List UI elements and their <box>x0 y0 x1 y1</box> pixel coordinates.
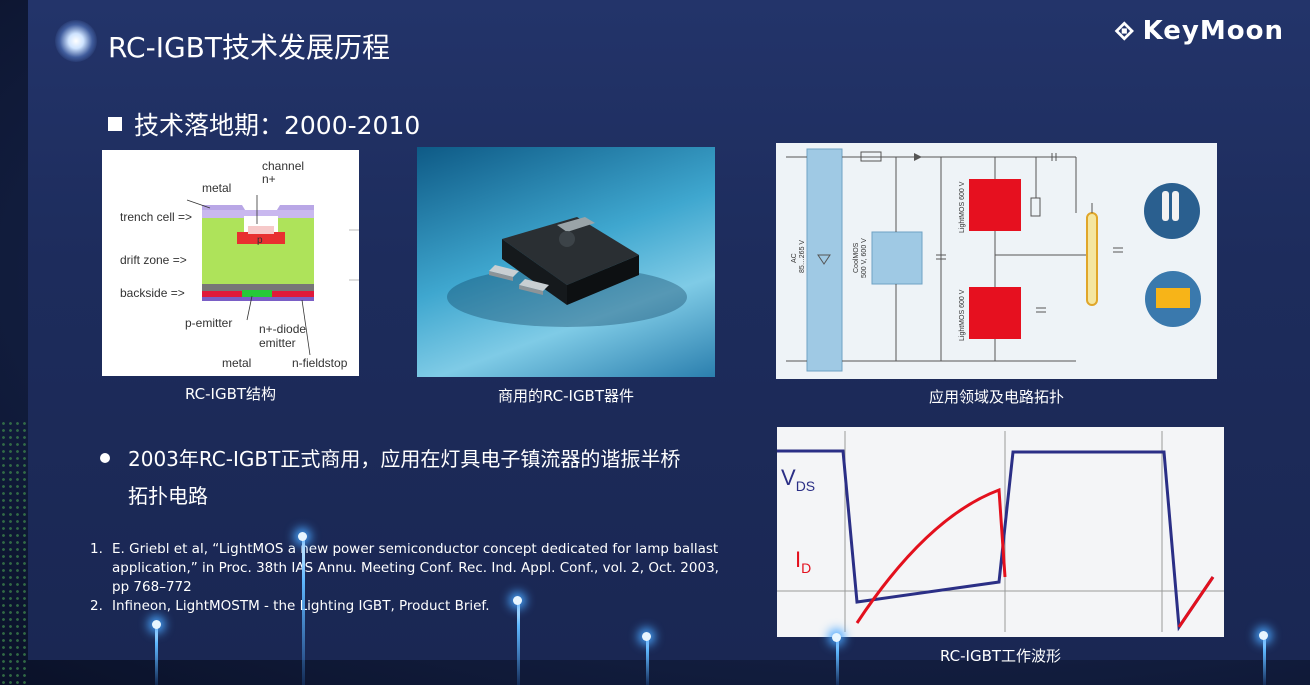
bullet-text-line1: 2003年RC-IGBT正式商用，应用在灯具电子镇流器的谐振半桥 <box>128 447 681 471</box>
stage-light-beam <box>155 625 158 685</box>
circuit-diagram: AC 85…265 V CoolMOS 500 V, 600 V LightMO… <box>776 143 1217 379</box>
slide-title: RC-IGBT技术发展历程 <box>108 31 390 64</box>
vds-label: VDS <box>781 465 815 494</box>
label-n-fieldstop: n-fieldstop <box>292 356 348 370</box>
figure-waveform: VDS ID <box>777 427 1224 637</box>
reference-number: 2. <box>90 598 103 614</box>
reference-text: E. Griebl et al, “LightMOS a new power s… <box>112 541 719 595</box>
stage-light <box>832 633 841 642</box>
section-heading: 技术落地期：2000-2010 <box>108 106 420 142</box>
label-coolmos-rating: 500 V, 600 V <box>861 238 868 278</box>
round-bullet-icon <box>100 452 110 463</box>
reference-item: 2. Infineon, LightMOSTM - the Lighting I… <box>90 597 720 616</box>
stage-light <box>152 620 161 629</box>
reference-text: Infineon, LightMOSTM - the Lighting IGBT… <box>112 598 490 614</box>
reference-item: 1. E. Griebl et al, “LightMOS a new powe… <box>90 540 720 597</box>
stage-light-beam <box>836 637 839 685</box>
figure-rc-igbt-structure: channel n+ metal trench cell => p drift … <box>102 150 359 376</box>
label-metal-top: metal <box>202 181 231 195</box>
logo-text: KeyMoon <box>1142 16 1284 46</box>
label-lightmos-bottom: LightMOS 600 V <box>959 289 966 341</box>
bullet-text-line2: 拓扑电路 <box>128 484 208 508</box>
stage-light-beam <box>1263 635 1266 685</box>
waveform-plot: VDS ID <box>777 427 1224 637</box>
label-p: p <box>257 235 263 246</box>
stage-light <box>642 632 651 641</box>
label-n-plus: n+ <box>262 172 276 186</box>
stage-light-beam <box>646 635 649 685</box>
section-heading-text: 技术落地期：2000-2010 <box>134 111 421 140</box>
label-drift-zone: drift zone => <box>120 253 187 267</box>
label-backside: backside => <box>120 286 185 300</box>
keymoon-logo: KeyMoon <box>1114 12 1284 50</box>
label-n-diode: n+-diode <box>259 322 306 336</box>
label-emitter: emitter <box>259 336 296 350</box>
square-bullet-icon <box>108 117 122 131</box>
reference-number: 1. <box>90 541 103 557</box>
figure-circuit-topology: AC 85…265 V CoolMOS 500 V, 600 V LightMO… <box>776 143 1217 379</box>
label-p-emitter: p-emitter <box>185 316 232 330</box>
id-waveform-line <box>855 487 1007 624</box>
stage-light <box>298 532 307 541</box>
bullet-point: 2003年RC-IGBT正式商用，应用在灯具电子镇流器的谐振半桥 <box>100 438 680 480</box>
label-lightmos-top: LightMOS 600 V <box>959 181 966 233</box>
lens-flare <box>55 20 97 62</box>
caption-waveform: RC-IGBT工作波形 <box>939 647 1062 665</box>
label-ac: AC <box>791 253 798 263</box>
label-channel: channel <box>262 159 304 173</box>
label-trench-cell: trench cell => <box>120 210 192 224</box>
label-ac-range: 85…265 V <box>799 240 806 273</box>
stage-light <box>1259 631 1268 640</box>
stage-light <box>513 596 522 605</box>
label-metal-bottom: metal <box>222 356 251 370</box>
caption-device: 商用的RC-IGBT器件 <box>497 387 635 405</box>
device-package-image <box>447 217 687 327</box>
stage-led-dots <box>0 420 30 685</box>
vds-waveform-line <box>777 449 1215 632</box>
id-label: ID <box>795 547 811 576</box>
stage-light-beam <box>302 535 305 685</box>
caption-topology: 应用领域及电路拓扑 <box>928 388 1064 406</box>
figure-rc-igbt-device <box>417 147 715 377</box>
reference-list: 1. E. Griebl et al, “LightMOS a new powe… <box>90 540 720 616</box>
stage-light-beam <box>517 600 520 685</box>
logo-icon <box>1114 21 1134 41</box>
caption-structure: RC-IGBT结构 <box>184 385 277 403</box>
label-coolmos: CoolMOS <box>853 242 860 273</box>
structure-diagram: channel n+ metal trench cell => p drift … <box>102 150 359 376</box>
